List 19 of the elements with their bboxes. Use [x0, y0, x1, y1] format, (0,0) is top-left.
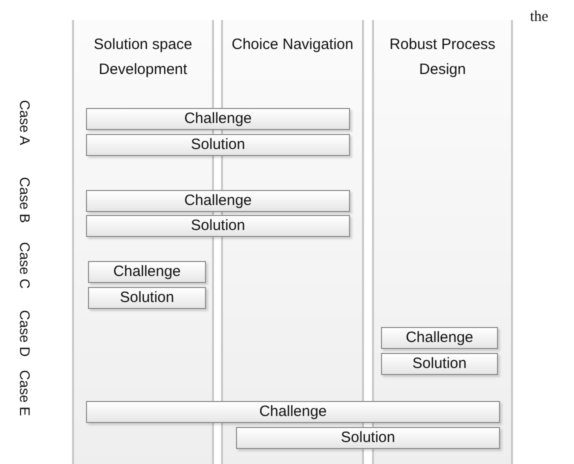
process-box: Challenge — [88, 261, 206, 283]
process-box: Solution — [381, 353, 498, 375]
process-box: Challenge — [86, 401, 500, 423]
process-box: Challenge — [86, 108, 350, 130]
process-box: Solution — [236, 427, 500, 449]
row-label: Case A — [16, 100, 34, 146]
row-label: Case C — [16, 242, 34, 289]
row-label: Case B — [16, 177, 34, 223]
process-box: Challenge — [86, 190, 350, 212]
process-box: Solution — [86, 215, 350, 237]
row-label: Case D — [16, 310, 34, 357]
process-box: Solution — [88, 287, 206, 309]
column-heading: Choice Navigation — [231, 35, 354, 55]
row-label: Case E — [16, 370, 34, 416]
process-box: Challenge — [381, 327, 498, 349]
column-heading: Solution space Development — [92, 35, 194, 80]
column-heading: Robust Process Design — [388, 35, 496, 80]
process-box: Solution — [86, 134, 350, 156]
text-fragment: the — [530, 8, 548, 27]
